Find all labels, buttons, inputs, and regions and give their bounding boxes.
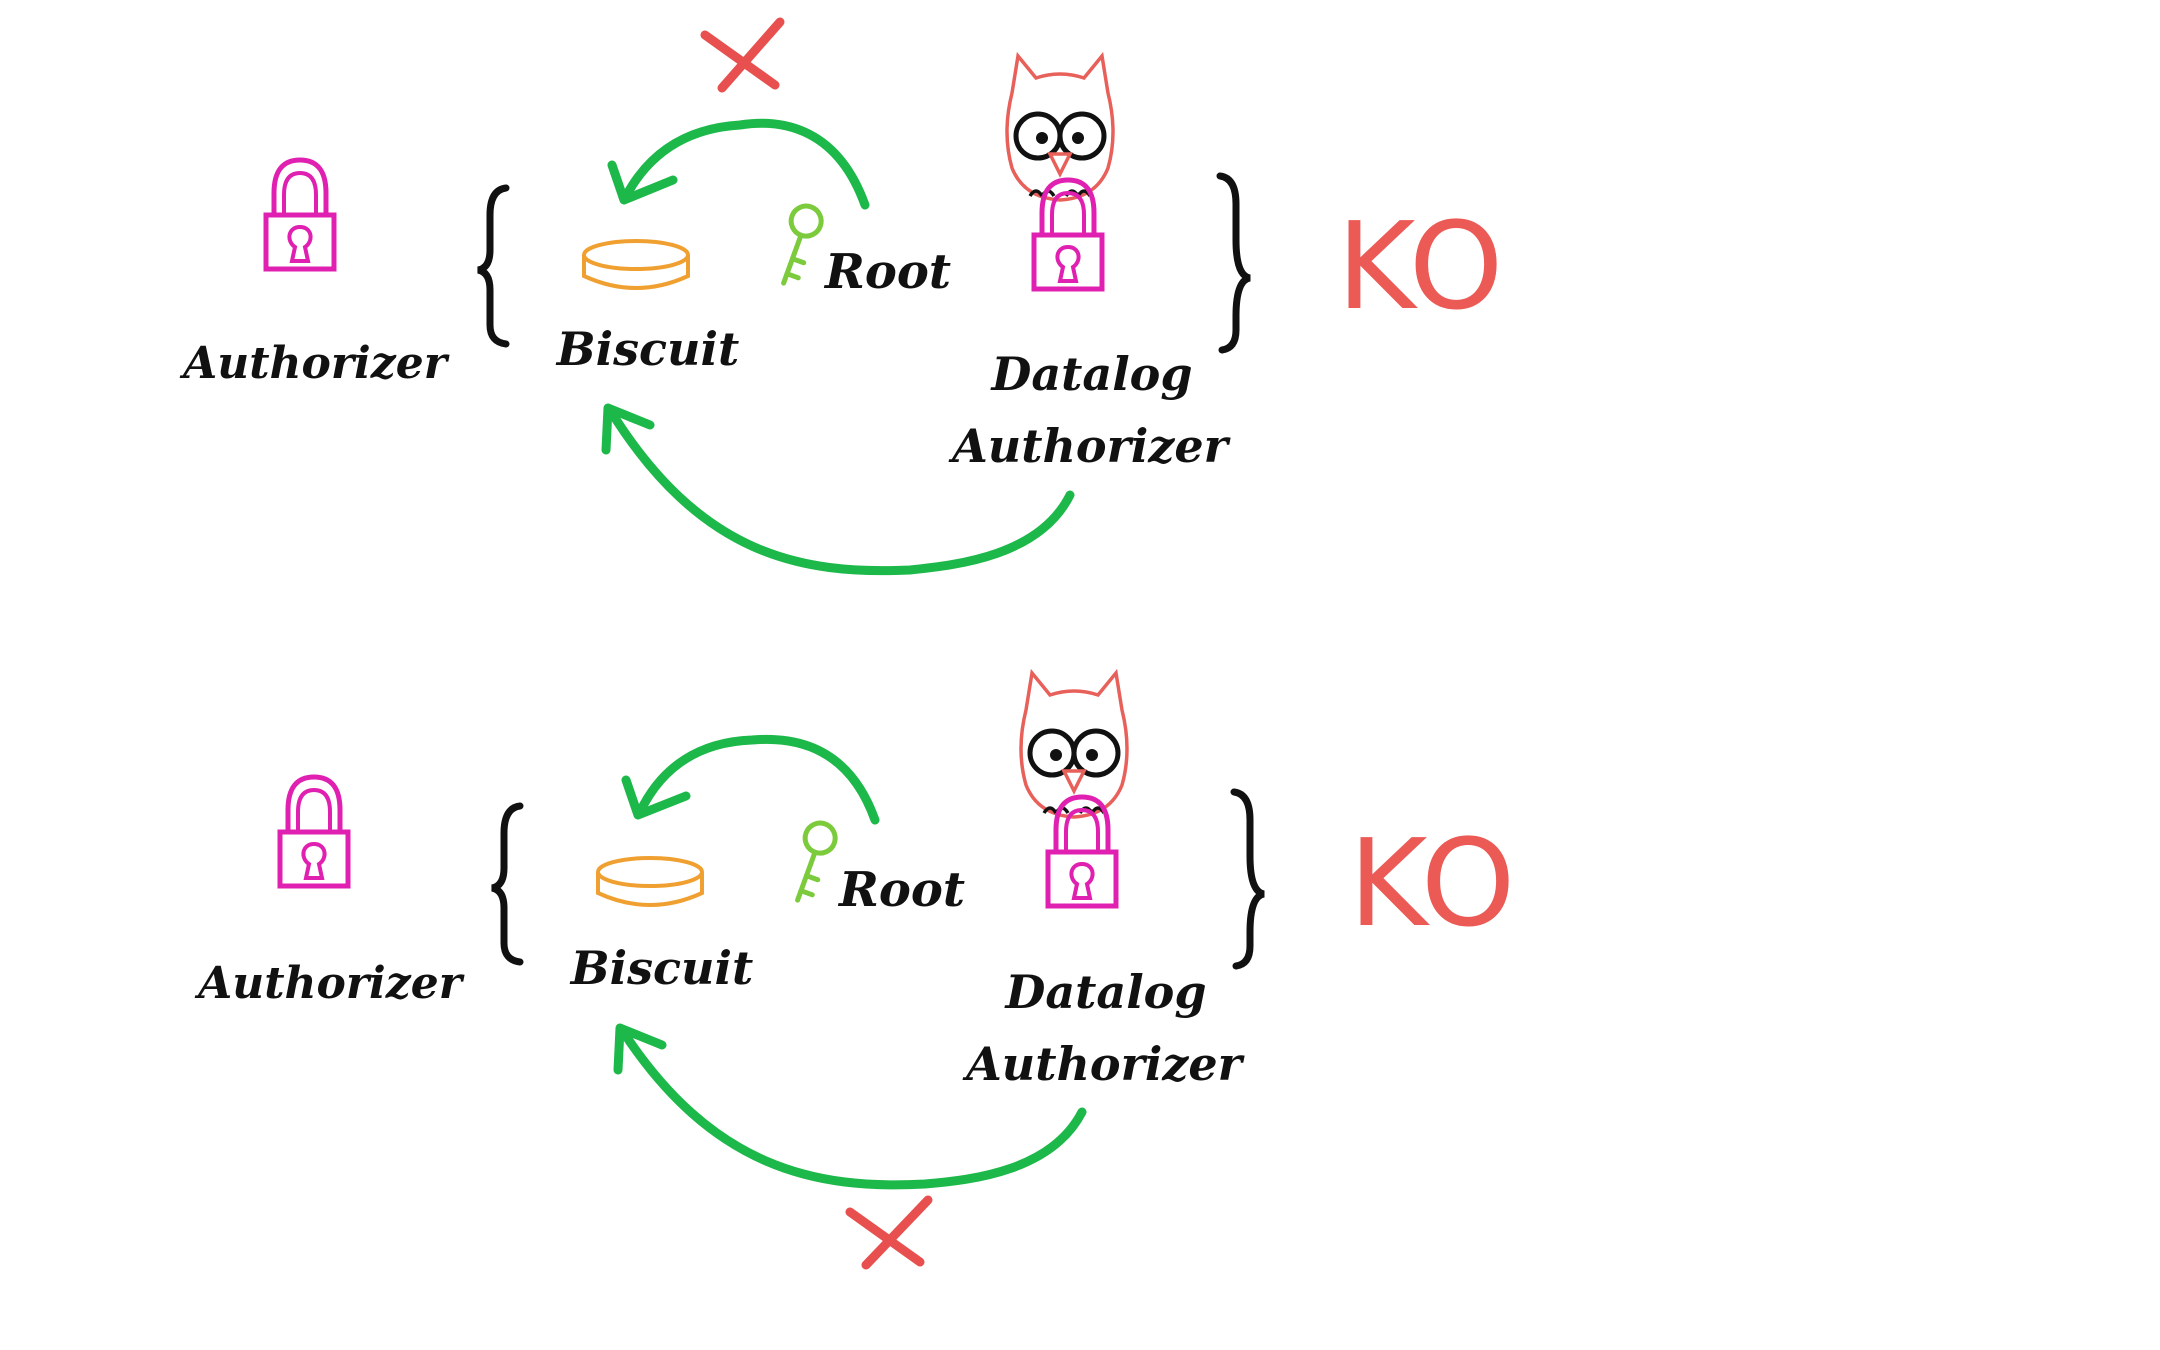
biscuit-icon	[582, 239, 690, 290]
scenario-2: Authorizer Biscuit Root	[194, 668, 1516, 1270]
datalog-authorizer-label: Authorizer	[962, 1037, 1246, 1091]
biscuit-label: Biscuit	[569, 941, 753, 995]
scenario-1: Authorizer Biscuit Root	[179, 17, 1504, 576]
root-label: Root	[823, 244, 951, 300]
padlock-icon	[277, 774, 351, 889]
datalog-label: Datalog	[989, 347, 1192, 401]
datalog-authorizer-label: Authorizer	[948, 419, 1232, 473]
brace-icon	[491, 802, 524, 966]
cross-icon	[845, 1195, 933, 1270]
key-icon	[781, 203, 824, 286]
root-label: Root	[837, 862, 965, 918]
result-ko: KO	[1337, 198, 1504, 337]
brace-icon	[1230, 788, 1266, 970]
arrow-icon	[621, 734, 880, 825]
arrow-icon	[607, 118, 870, 210]
authorizer-label: Authorizer	[179, 338, 450, 389]
owl-icon	[1019, 668, 1129, 819]
brace-icon	[1216, 172, 1252, 354]
key-icon	[795, 820, 838, 903]
biscuit-label: Biscuit	[555, 322, 739, 376]
padlock-icon	[1045, 794, 1119, 909]
arrow-icon	[613, 1023, 1087, 1190]
padlock-icon	[263, 157, 337, 272]
datalog-label: Datalog	[1003, 965, 1206, 1019]
brace-icon	[477, 184, 510, 348]
padlock-icon	[1031, 177, 1105, 292]
authorizer-label: Authorizer	[194, 958, 465, 1009]
biscuit-icon	[596, 856, 704, 907]
cross-icon	[700, 17, 785, 93]
result-ko: KO	[1349, 815, 1516, 954]
arrow-icon	[601, 403, 1075, 576]
